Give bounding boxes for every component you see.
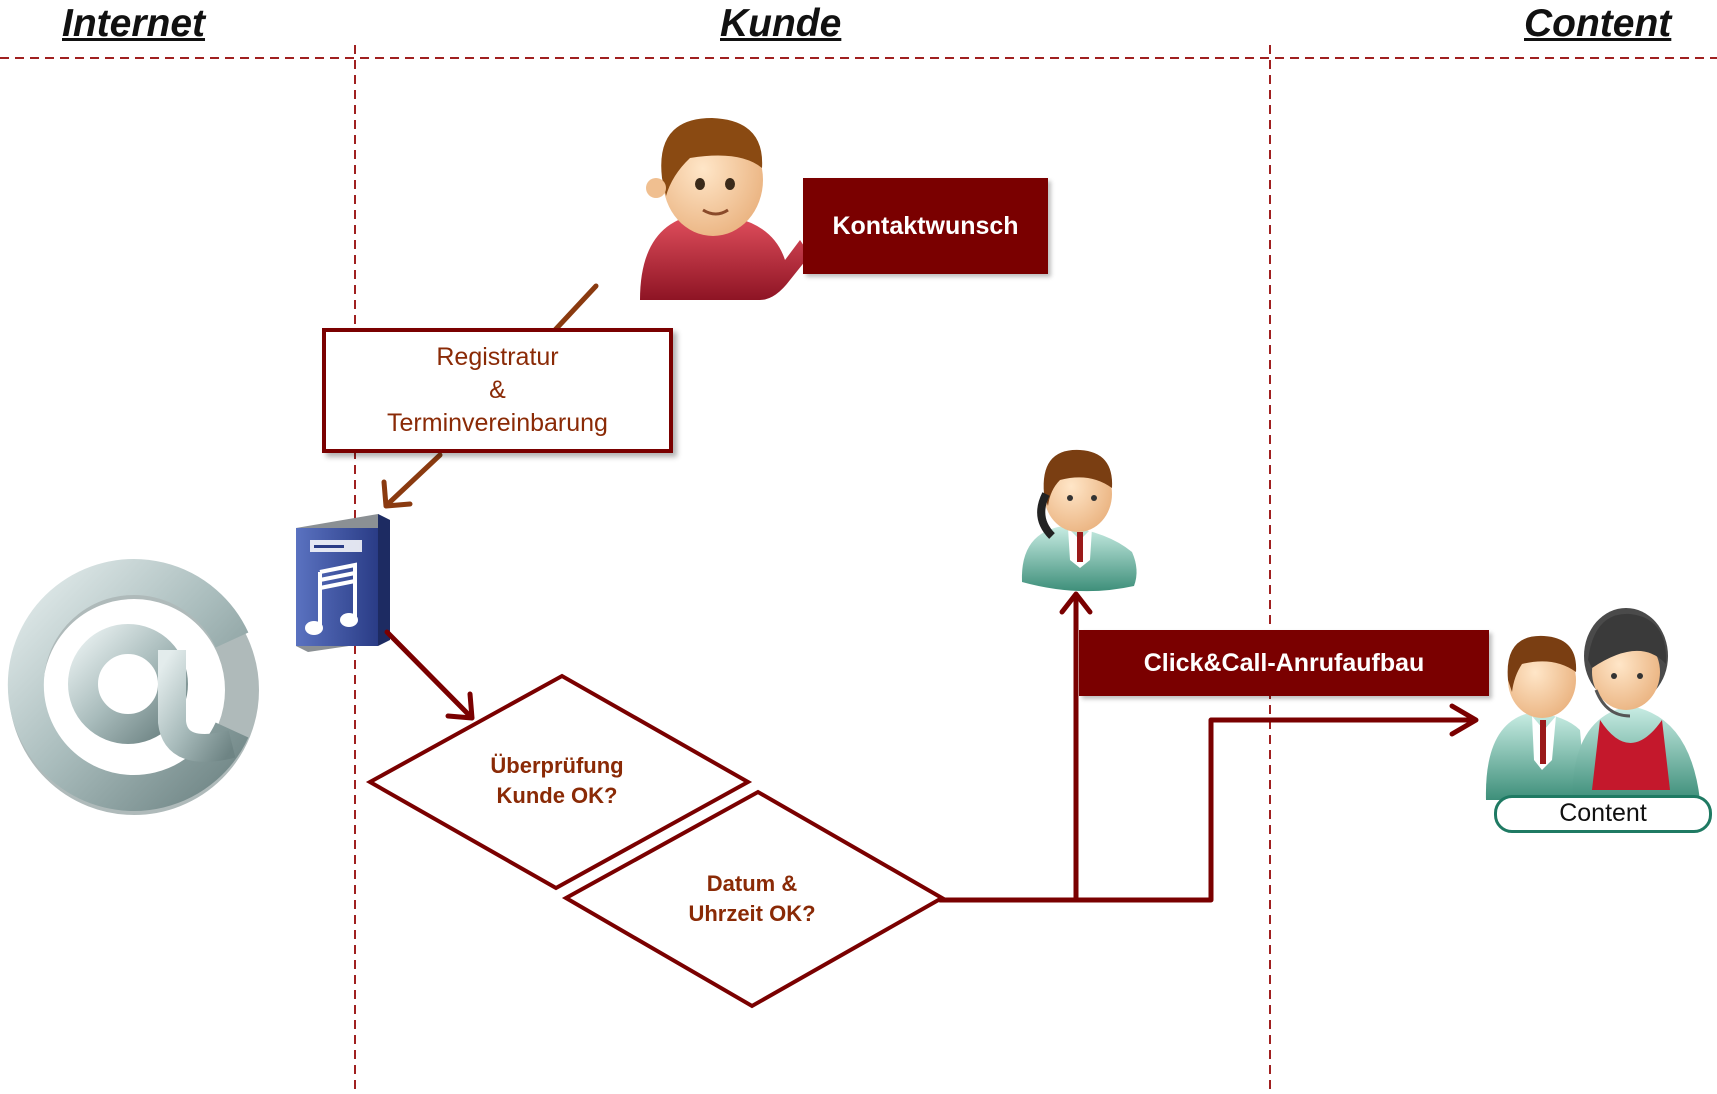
- arrow-customer-to-registratur: [552, 283, 599, 333]
- ueberpruefung-line-2: Kunde OK?: [496, 783, 618, 808]
- kontaktwunsch-box: Kontaktwunsch: [803, 178, 1048, 274]
- diamond-datum: [561, 789, 947, 1009]
- datum-label: Datum & Uhrzeit OK?: [652, 869, 852, 929]
- lane-header-internet: Internet: [62, 2, 206, 45]
- registratur-line-2: &: [489, 376, 506, 404]
- arrow-datum-to-content: [1073, 717, 1478, 903]
- datum-line-1: Datum &: [706, 871, 798, 896]
- registratur-line-3: Terminvereinbarung: [387, 409, 608, 437]
- kontaktwunsch-label: Kontaktwunsch: [832, 211, 1019, 240]
- ueberpruefung-label: Überprüfung Kunde OK?: [457, 751, 657, 811]
- flow-arrows: [381, 283, 1479, 903]
- click-call-label: Click&Call-Anrufaufbau: [1143, 648, 1425, 677]
- arrow-server-to-check: [384, 629, 473, 719]
- content-agents-icon: [1485, 608, 1700, 800]
- lane-header-content: Content: [1524, 2, 1672, 45]
- arrow-registratur-to-server: [387, 452, 443, 505]
- lane-dividers: [0, 45, 1717, 1094]
- click-call-box: Click&Call-Anrufaufbau: [1079, 630, 1489, 696]
- registratur-line-1: Registratur: [436, 343, 559, 371]
- content-pill: Content: [1494, 795, 1712, 833]
- decision-diamonds: [365, 673, 947, 1009]
- ueberpruefung-line-1: Überprüfung: [490, 753, 624, 778]
- music-server-icon: [296, 514, 390, 652]
- arrow-datum-to-agent: [937, 593, 1079, 903]
- phone-agent-icon: [1021, 449, 1137, 592]
- diamond-ueberpruefung: [365, 673, 753, 891]
- datum-line-2: Uhrzeit OK?: [688, 901, 816, 926]
- lane-header-kunde: Kunde: [720, 2, 842, 45]
- customer-person-icon: [640, 118, 810, 300]
- at-sign-icon: [7, 559, 259, 815]
- registratur-box: Registratur & Terminvereinbarung: [322, 328, 673, 453]
